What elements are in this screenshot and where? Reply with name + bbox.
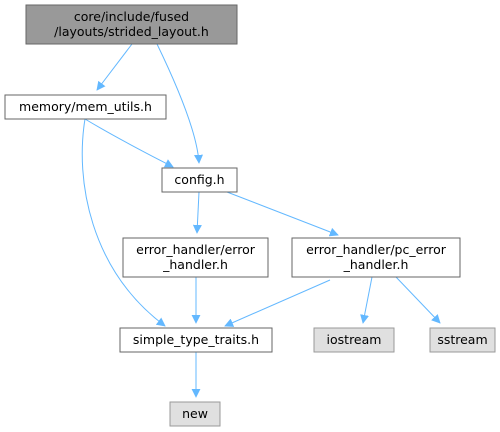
edge-mem_utils-to-config <box>84 118 174 168</box>
edge-pc_error_handler-to-simple_type_traits <box>224 279 331 327</box>
node-new: new <box>169 401 221 427</box>
node-label: error_handler/error <box>136 242 256 257</box>
node-box <box>161 167 238 193</box>
nodes-layer: core/include/fused/layouts/strided_layou… <box>4 4 496 427</box>
node-label: memory/mem_utils.h <box>19 99 152 114</box>
node-label: core/include/fused <box>74 9 189 24</box>
node-box <box>291 237 461 278</box>
edge-pc_error_handler-to-iostream <box>360 276 373 324</box>
edge-root-to-config <box>156 43 203 164</box>
node-box <box>429 327 496 353</box>
node-simple-type-traits[interactable]: simple_type_traits.h <box>119 327 273 353</box>
node-mem-utils[interactable]: memory/mem_utils.h <box>4 94 167 120</box>
edge-mem_utils-to-simple_type_traits <box>81 118 166 327</box>
node-label: error_handler/pc_error <box>306 242 447 257</box>
node-label: _handler.h <box>343 257 409 272</box>
edge-pc_error_handler-to-sstream <box>395 276 441 324</box>
node-label: _handler.h <box>162 257 228 272</box>
edge-config-to-error_handler <box>192 191 202 234</box>
edge-config-to-pc_error_handler <box>226 191 339 237</box>
node-iostream: iostream <box>313 327 395 353</box>
edges-layer <box>81 43 441 398</box>
node-label: iostream <box>327 332 382 347</box>
node-pc-error-handler[interactable]: error_handler/pc_error_handler.h <box>291 237 461 278</box>
node-label: simple_type_traits.h <box>133 332 259 347</box>
node-label: /layouts/strided_layout.h <box>54 24 209 39</box>
node-box <box>119 327 273 353</box>
node-box <box>122 237 269 278</box>
node-label: sstream <box>437 332 487 347</box>
node-box <box>313 327 395 353</box>
node-box <box>169 401 221 427</box>
node-label: new <box>182 406 208 421</box>
node-box <box>25 4 238 45</box>
node-error-handler[interactable]: error_handler/error_handler.h <box>122 237 269 278</box>
node-sstream: sstream <box>429 327 496 353</box>
node-box <box>4 94 167 120</box>
node-root[interactable]: core/include/fused/layouts/strided_layou… <box>25 4 238 45</box>
node-label: config.h <box>174 172 224 187</box>
edge-root-to-mem_utils <box>96 43 133 91</box>
node-config[interactable]: config.h <box>161 167 238 193</box>
